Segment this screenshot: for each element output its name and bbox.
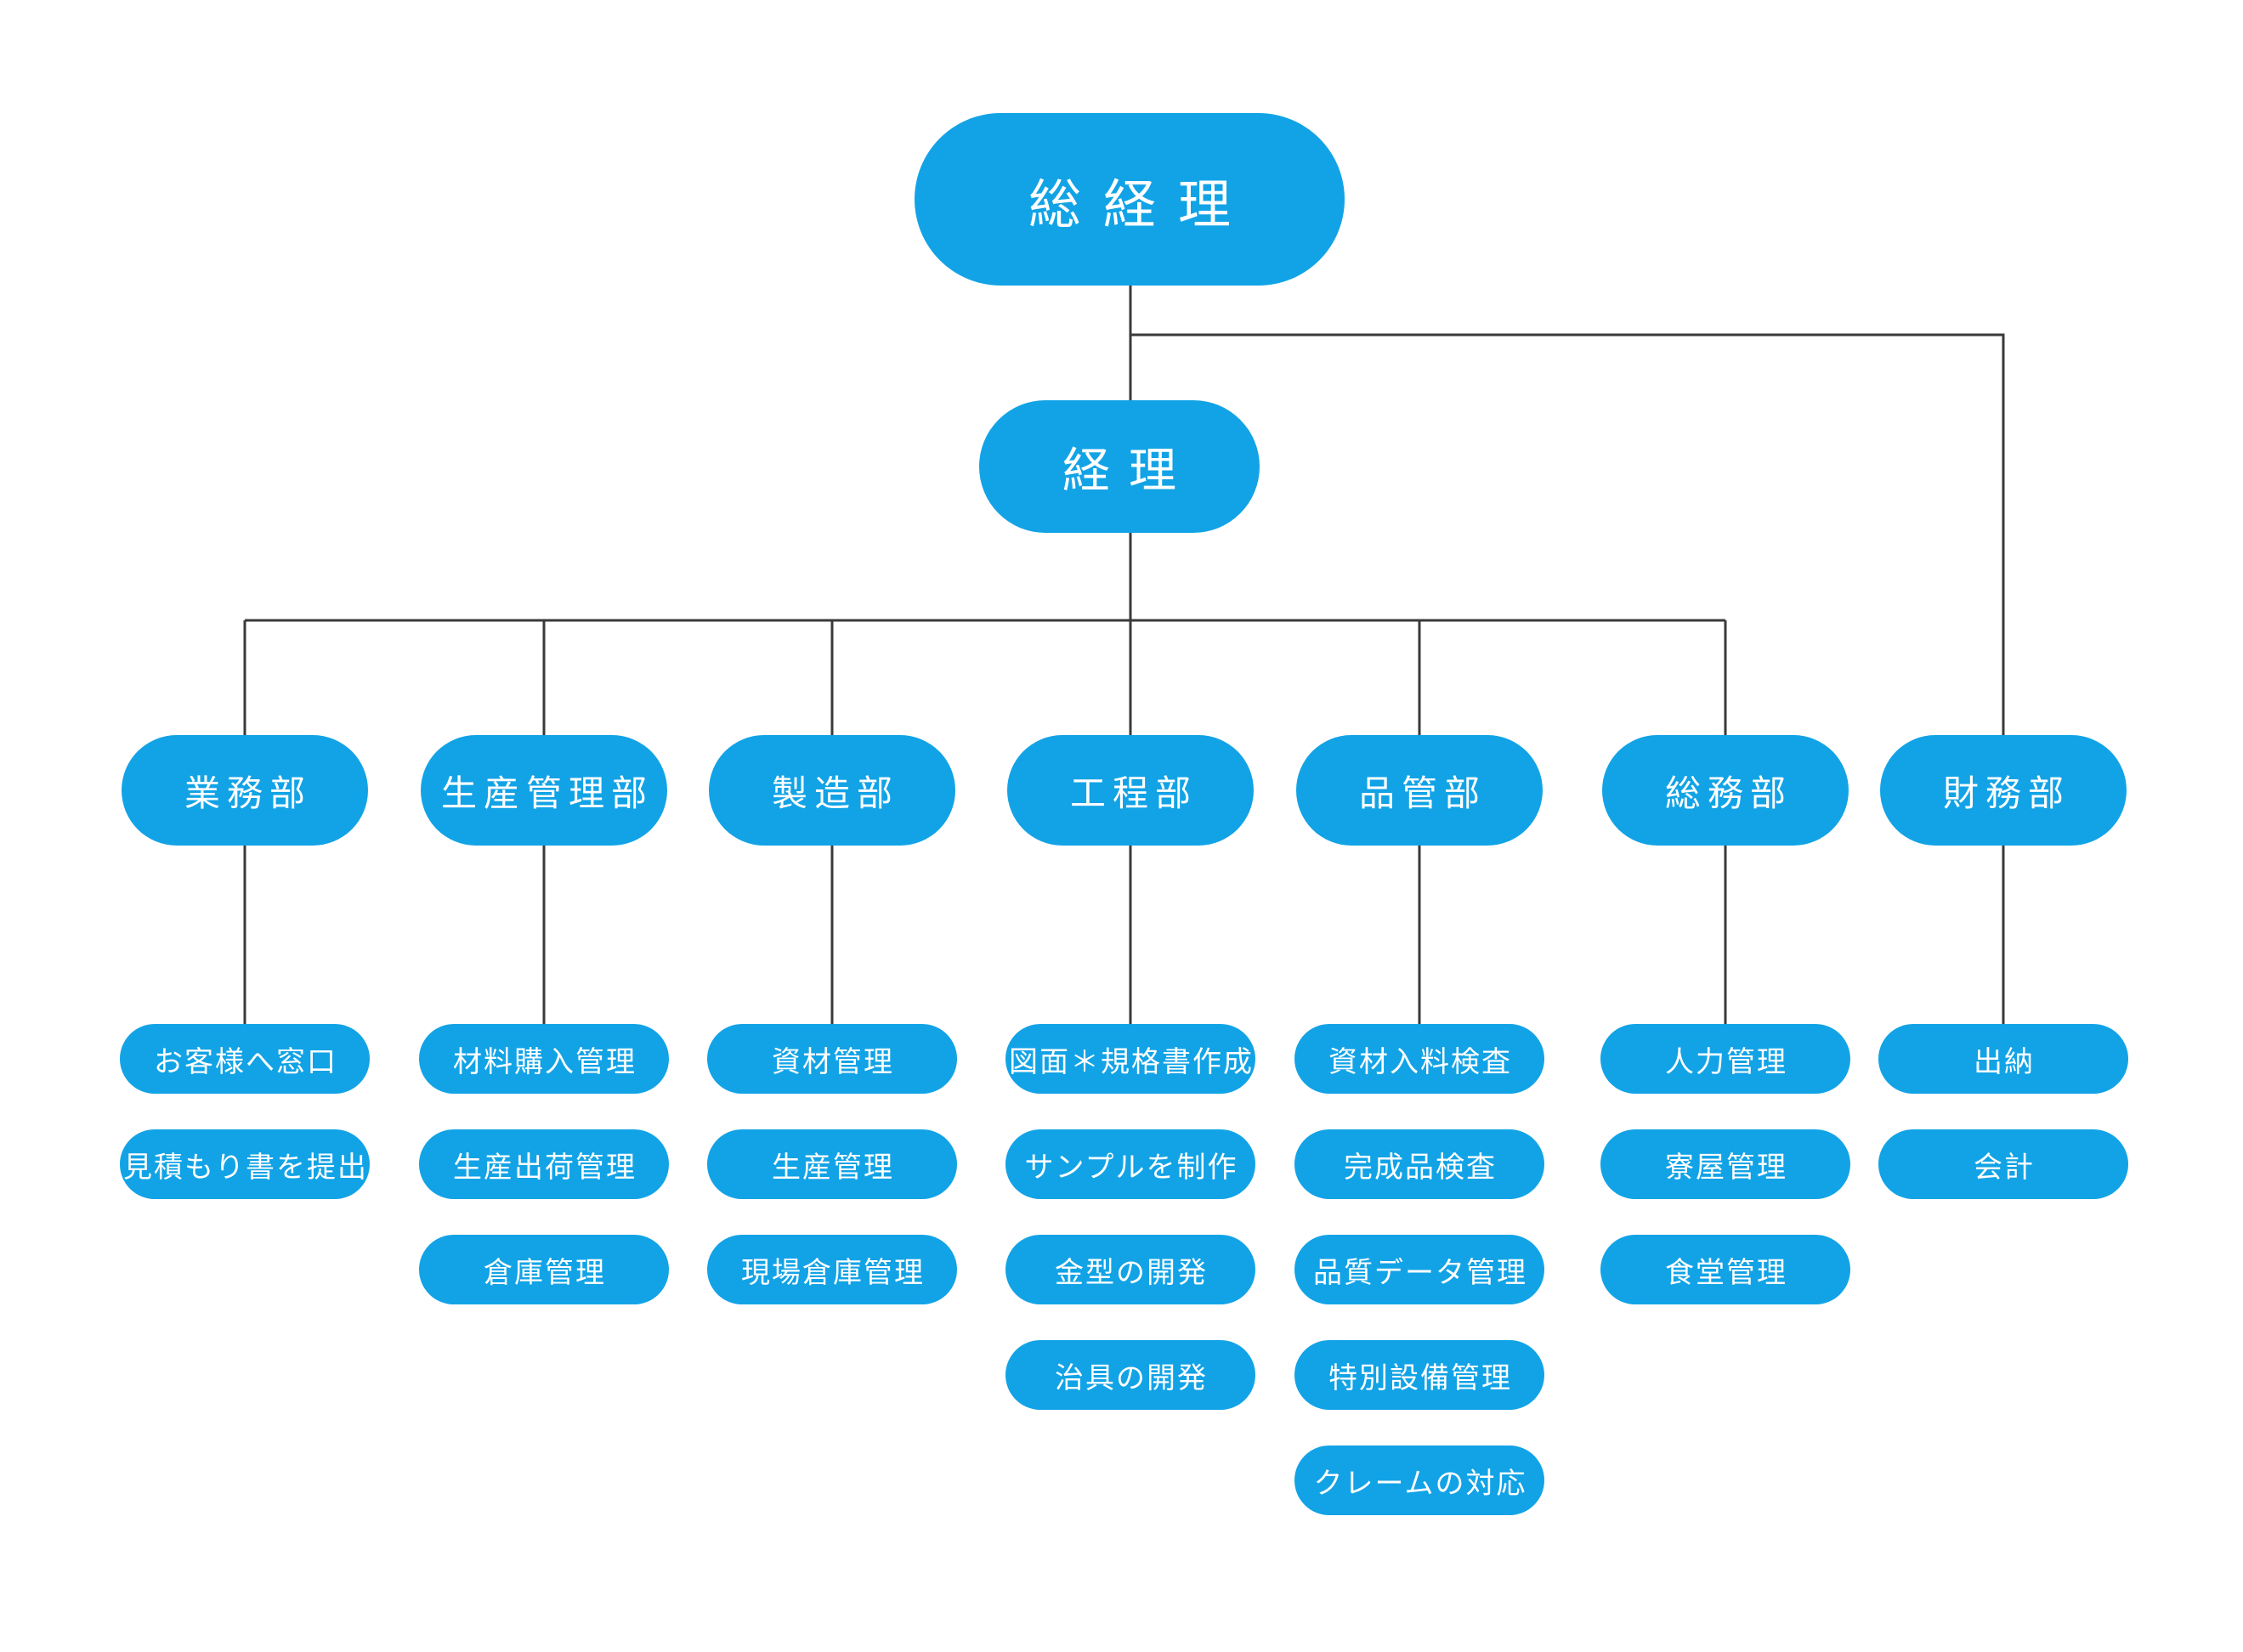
task-pill: 金型の開発	[1005, 1235, 1255, 1304]
task-pill: 特別設備管理	[1294, 1340, 1544, 1410]
task-pill: 食堂管理	[1600, 1235, 1850, 1304]
department-pill: 製造部	[709, 735, 955, 846]
task-pill: 品質データ管理	[1294, 1235, 1544, 1304]
task-pill: 資材管理	[707, 1024, 957, 1094]
task-pill: 見積もり書を提出	[120, 1129, 370, 1199]
task-pill: 材料購入管理	[419, 1024, 669, 1094]
task-pill: 完成品検査	[1294, 1129, 1544, 1199]
task-pill: 現場倉庫管理	[707, 1235, 957, 1304]
task-pill: クレームの対応	[1294, 1446, 1544, 1515]
task-pill: 図面＊規格書作成	[1005, 1024, 1255, 1094]
task-pill: 生産出荷管理	[419, 1129, 669, 1199]
department-pill: 財務部	[1880, 735, 2127, 846]
department-pill: 業務部	[122, 735, 368, 846]
task-pill: 出納	[1878, 1024, 2128, 1094]
manager-node: 経理	[979, 400, 1260, 533]
task-pill: 会計	[1878, 1129, 2128, 1199]
task-pill: 資材入料検査	[1294, 1024, 1544, 1094]
task-pill: お客様へ窓口	[120, 1024, 370, 1094]
task-pill: 治具の開発	[1005, 1340, 1255, 1410]
task-pill: 寮屋管理	[1600, 1129, 1850, 1199]
department-pill: 品管部	[1296, 735, 1543, 846]
department-pill: 工程部	[1007, 735, 1254, 846]
task-pill: 生産管理	[707, 1129, 957, 1199]
department-pill: 生産管理部	[421, 735, 667, 846]
task-pill: 倉庫管理	[419, 1235, 669, 1304]
connector-root-to-finance	[1130, 333, 2005, 735]
department-pill: 総務部	[1602, 735, 1849, 846]
general-manager-node: 総経理	[915, 113, 1345, 286]
task-pill: サンプルを制作	[1005, 1129, 1255, 1199]
task-pill: 人力管理	[1600, 1024, 1850, 1094]
